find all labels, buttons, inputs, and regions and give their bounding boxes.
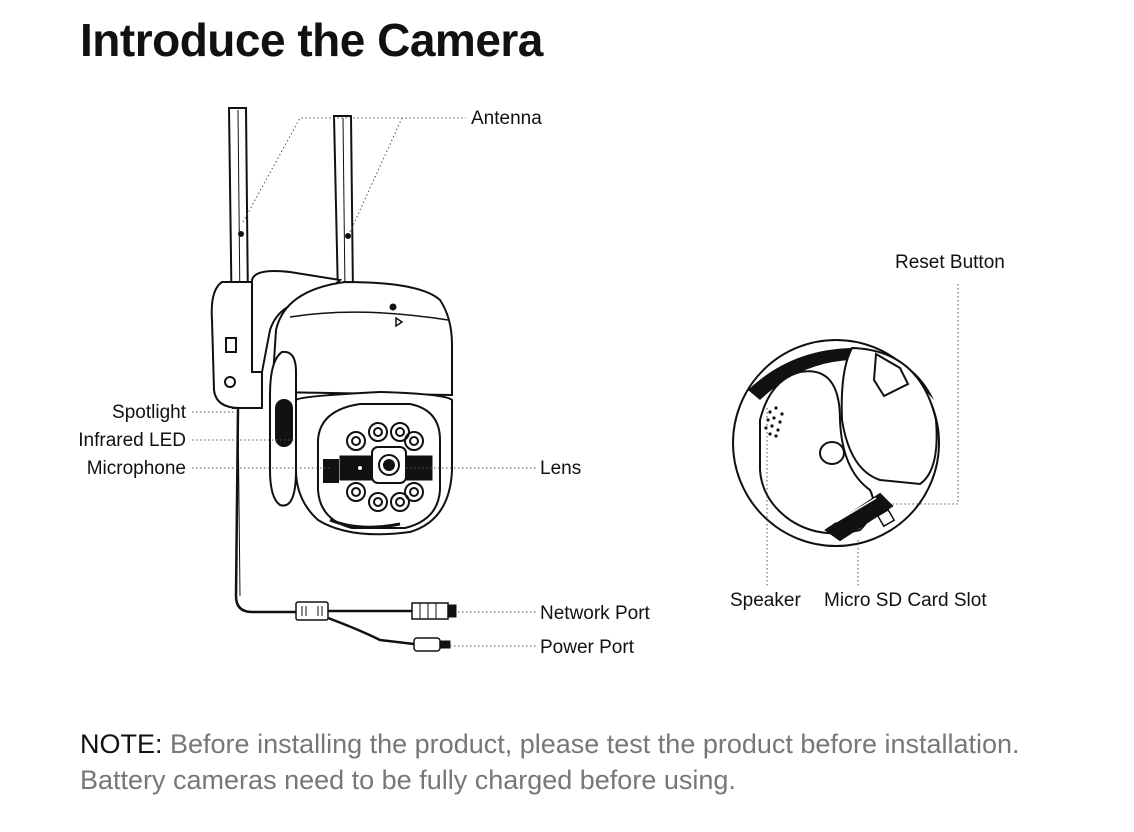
note-line-2: Battery cameras need to be fully charged… (80, 765, 736, 795)
label-micro-sd-card-slot: Micro SD Card Slot (824, 590, 987, 611)
label-power-port: Power Port (540, 637, 635, 658)
note-text-1: Before installing the product, please te… (162, 729, 1020, 759)
label-spotlight: Spotlight (112, 402, 187, 423)
page-title: Introduce the Camera (80, 14, 543, 66)
label-speaker: Speaker (730, 590, 801, 611)
label-lens: Lens (540, 458, 581, 479)
label-infrared-led: Infrared LED (78, 430, 186, 451)
label-network-port: Network Port (540, 603, 651, 624)
label-microphone: Microphone (87, 458, 186, 479)
leader-lines (192, 117, 959, 647)
antenna-right (332, 115, 355, 297)
installation-note: NOTE: Before installing the product, ple… (80, 726, 1100, 798)
label-antenna: Antenna (471, 108, 542, 129)
label-reset-button: Reset Button (895, 252, 1005, 273)
camera-front-illustration (210, 107, 457, 652)
camera-bottom-illustration (732, 339, 940, 547)
note-prefix: NOTE: (80, 729, 163, 759)
note-line-1: NOTE: Before installing the product, ple… (80, 726, 1100, 762)
